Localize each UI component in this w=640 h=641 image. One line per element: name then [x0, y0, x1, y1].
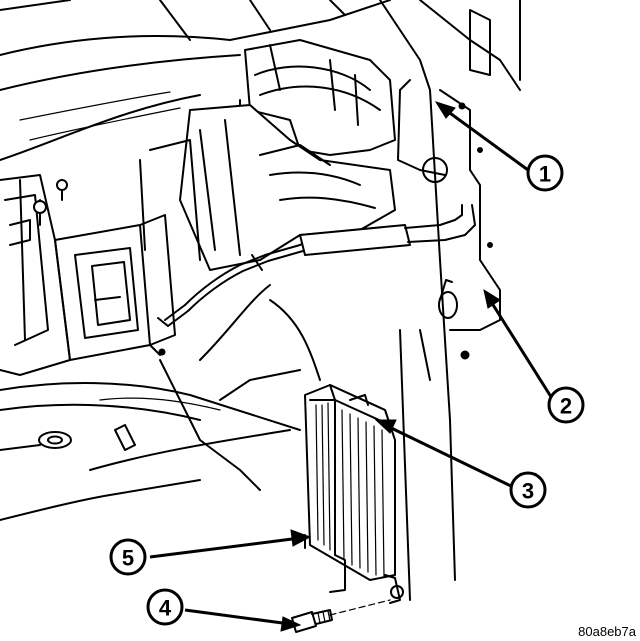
callout-3: 3 [509, 471, 547, 509]
floor-pan [0, 284, 321, 521]
callout-4-label: 4 [159, 596, 172, 621]
callout-1: 1 [526, 154, 564, 192]
left-housing-fasteners [9, 179, 68, 246]
callout-1-label: 1 [539, 162, 551, 187]
body-side-panel [379, 0, 521, 601]
screw-fastener [291, 599, 391, 633]
module-body [304, 384, 404, 604]
callout-3-label: 3 [522, 479, 534, 504]
hvac-housing [139, 104, 396, 271]
callout-4: 4 [146, 588, 184, 626]
leader-arrows [149, 101, 555, 632]
callout-2: 2 [547, 386, 585, 424]
cable-assembly [157, 204, 476, 327]
figure-code: 80a8eb7a [578, 624, 636, 639]
callout-2-label: 2 [560, 394, 572, 419]
heater-housing-left [0, 174, 176, 376]
dash-panel-upper [0, 0, 391, 161]
callout-5-label: 5 [122, 546, 134, 571]
callout-5: 5 [109, 538, 147, 576]
